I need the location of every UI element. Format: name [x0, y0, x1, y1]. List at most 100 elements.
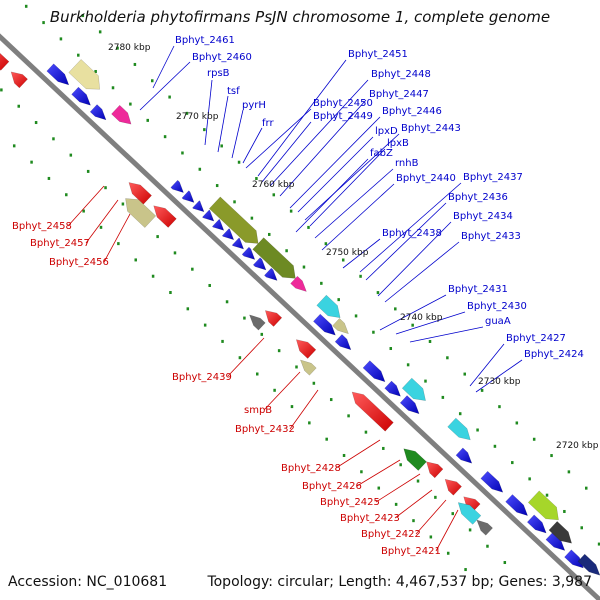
scale-label: 2770 kbp [176, 112, 219, 122]
gene-arrow[interactable] [0, 49, 10, 71]
gene-label: Bphyt_2458 [12, 221, 72, 232]
gene-arrow[interactable] [295, 339, 317, 359]
tick-mark [394, 307, 397, 311]
tick-mark [290, 405, 294, 409]
gene-arrow[interactable] [71, 86, 91, 106]
tick-mark [99, 225, 103, 229]
gene-arrow[interactable] [111, 104, 132, 125]
tick-mark [129, 102, 132, 106]
gene-arrow[interactable] [170, 179, 184, 193]
gene-arrow[interactable] [252, 237, 296, 279]
tick-mark [191, 267, 194, 271]
gene-arrow[interactable] [46, 63, 70, 86]
gene-arrow[interactable] [444, 478, 462, 496]
gene-arrow[interactable] [505, 494, 529, 516]
gene-arrow[interactable] [548, 521, 573, 544]
label-leader-line [103, 213, 131, 263]
gene-arrow[interactable] [447, 417, 471, 441]
gene-arrow[interactable] [208, 196, 259, 244]
gene-arrow[interactable] [384, 380, 401, 397]
gene-arrow[interactable] [362, 360, 386, 383]
tick-mark [116, 46, 119, 50]
gene-arrow[interactable] [351, 391, 394, 432]
gene-arrow[interactable] [426, 461, 444, 479]
gene-arrow[interactable] [181, 190, 195, 203]
gene-arrow[interactable] [290, 275, 307, 292]
gene-arrow[interactable] [403, 448, 427, 471]
tick-mark [86, 169, 90, 173]
label-leader-line [269, 79, 369, 187]
gene-arrow[interactable] [457, 502, 482, 525]
gene-arrow[interactable] [10, 71, 28, 89]
gene-arrow[interactable] [401, 377, 426, 401]
gene-arrow[interactable] [249, 314, 266, 331]
tick-mark [111, 86, 115, 90]
gene-arrow[interactable] [313, 313, 336, 336]
tick-mark [428, 339, 432, 343]
tick-mark [47, 176, 51, 180]
tick-mark [302, 265, 306, 269]
gene-arrow[interactable] [527, 490, 559, 521]
tick-mark [493, 444, 497, 448]
tick-mark [94, 69, 97, 73]
gene-arrow[interactable] [211, 218, 225, 231]
gene-arrow[interactable] [264, 310, 283, 327]
gene-arrow[interactable] [202, 209, 215, 222]
tick-mark [34, 121, 38, 125]
gene-arrow[interactable] [192, 200, 205, 213]
gene-arrow[interactable] [68, 59, 100, 90]
gene-label: Bphyt_2461 [175, 35, 235, 46]
tick-mark [198, 167, 202, 171]
gene-arrow[interactable] [545, 531, 566, 551]
gene-arrow[interactable] [89, 104, 107, 121]
gene-arrow[interactable] [399, 395, 420, 415]
gene-arrow[interactable] [480, 470, 504, 493]
label-leader-line [261, 121, 312, 183]
tick-mark [0, 88, 3, 92]
tick-mark [308, 421, 311, 425]
gene-label: lpxB [387, 138, 409, 149]
tick-mark [498, 405, 501, 409]
gene-arrow[interactable] [252, 257, 267, 271]
tick-mark [441, 395, 445, 399]
gene-label: fabZ [370, 148, 393, 159]
tick-mark [341, 258, 345, 262]
tick-mark [424, 379, 427, 383]
gene-label: Bphyt_2430 [467, 301, 527, 312]
gene-arrow[interactable] [128, 182, 152, 205]
label-leader-line [395, 311, 466, 335]
gene-label: Bphyt_2427 [506, 333, 566, 344]
tick-mark [237, 160, 241, 164]
gene-label: Bphyt_2448 [371, 69, 431, 80]
tick-mark [563, 509, 566, 513]
tick-mark [360, 470, 363, 474]
gene-arrow[interactable] [577, 553, 600, 576]
gene-arrow[interactable] [231, 237, 245, 250]
gene-arrow[interactable] [455, 447, 473, 464]
gene-arrow[interactable] [526, 514, 547, 534]
label-leader-line [321, 183, 395, 251]
gene-label: rpsB [207, 68, 230, 79]
label-leader-line [359, 182, 462, 273]
gene-arrow[interactable] [221, 228, 235, 241]
tick-mark [233, 200, 236, 204]
gene-arrow[interactable] [125, 198, 157, 228]
label-leader-line [469, 343, 505, 387]
gene-arrow[interactable] [316, 294, 341, 318]
label-leader-line [263, 371, 301, 411]
gene-arrow[interactable] [332, 318, 349, 335]
gene-arrow[interactable] [334, 334, 352, 351]
gene-arrow[interactable] [476, 519, 493, 536]
tick-mark [511, 461, 514, 465]
gene-arrow[interactable] [264, 267, 278, 281]
gene-label: Bphyt_2439 [172, 372, 232, 383]
label-leaders [67, 45, 523, 552]
tick-mark [585, 486, 588, 490]
forward-labels: Bphyt_2461 Bphyt_2460 rpsB tsf pyrH frr … [175, 35, 584, 360]
gene-label: Bphyt_2434 [453, 211, 513, 222]
gene-arrow[interactable] [241, 246, 256, 260]
gene-label: lpxD [375, 126, 398, 137]
gene-arrow[interactable] [153, 205, 177, 228]
gene-arrow[interactable] [300, 359, 317, 376]
label-leader-line [67, 185, 105, 227]
